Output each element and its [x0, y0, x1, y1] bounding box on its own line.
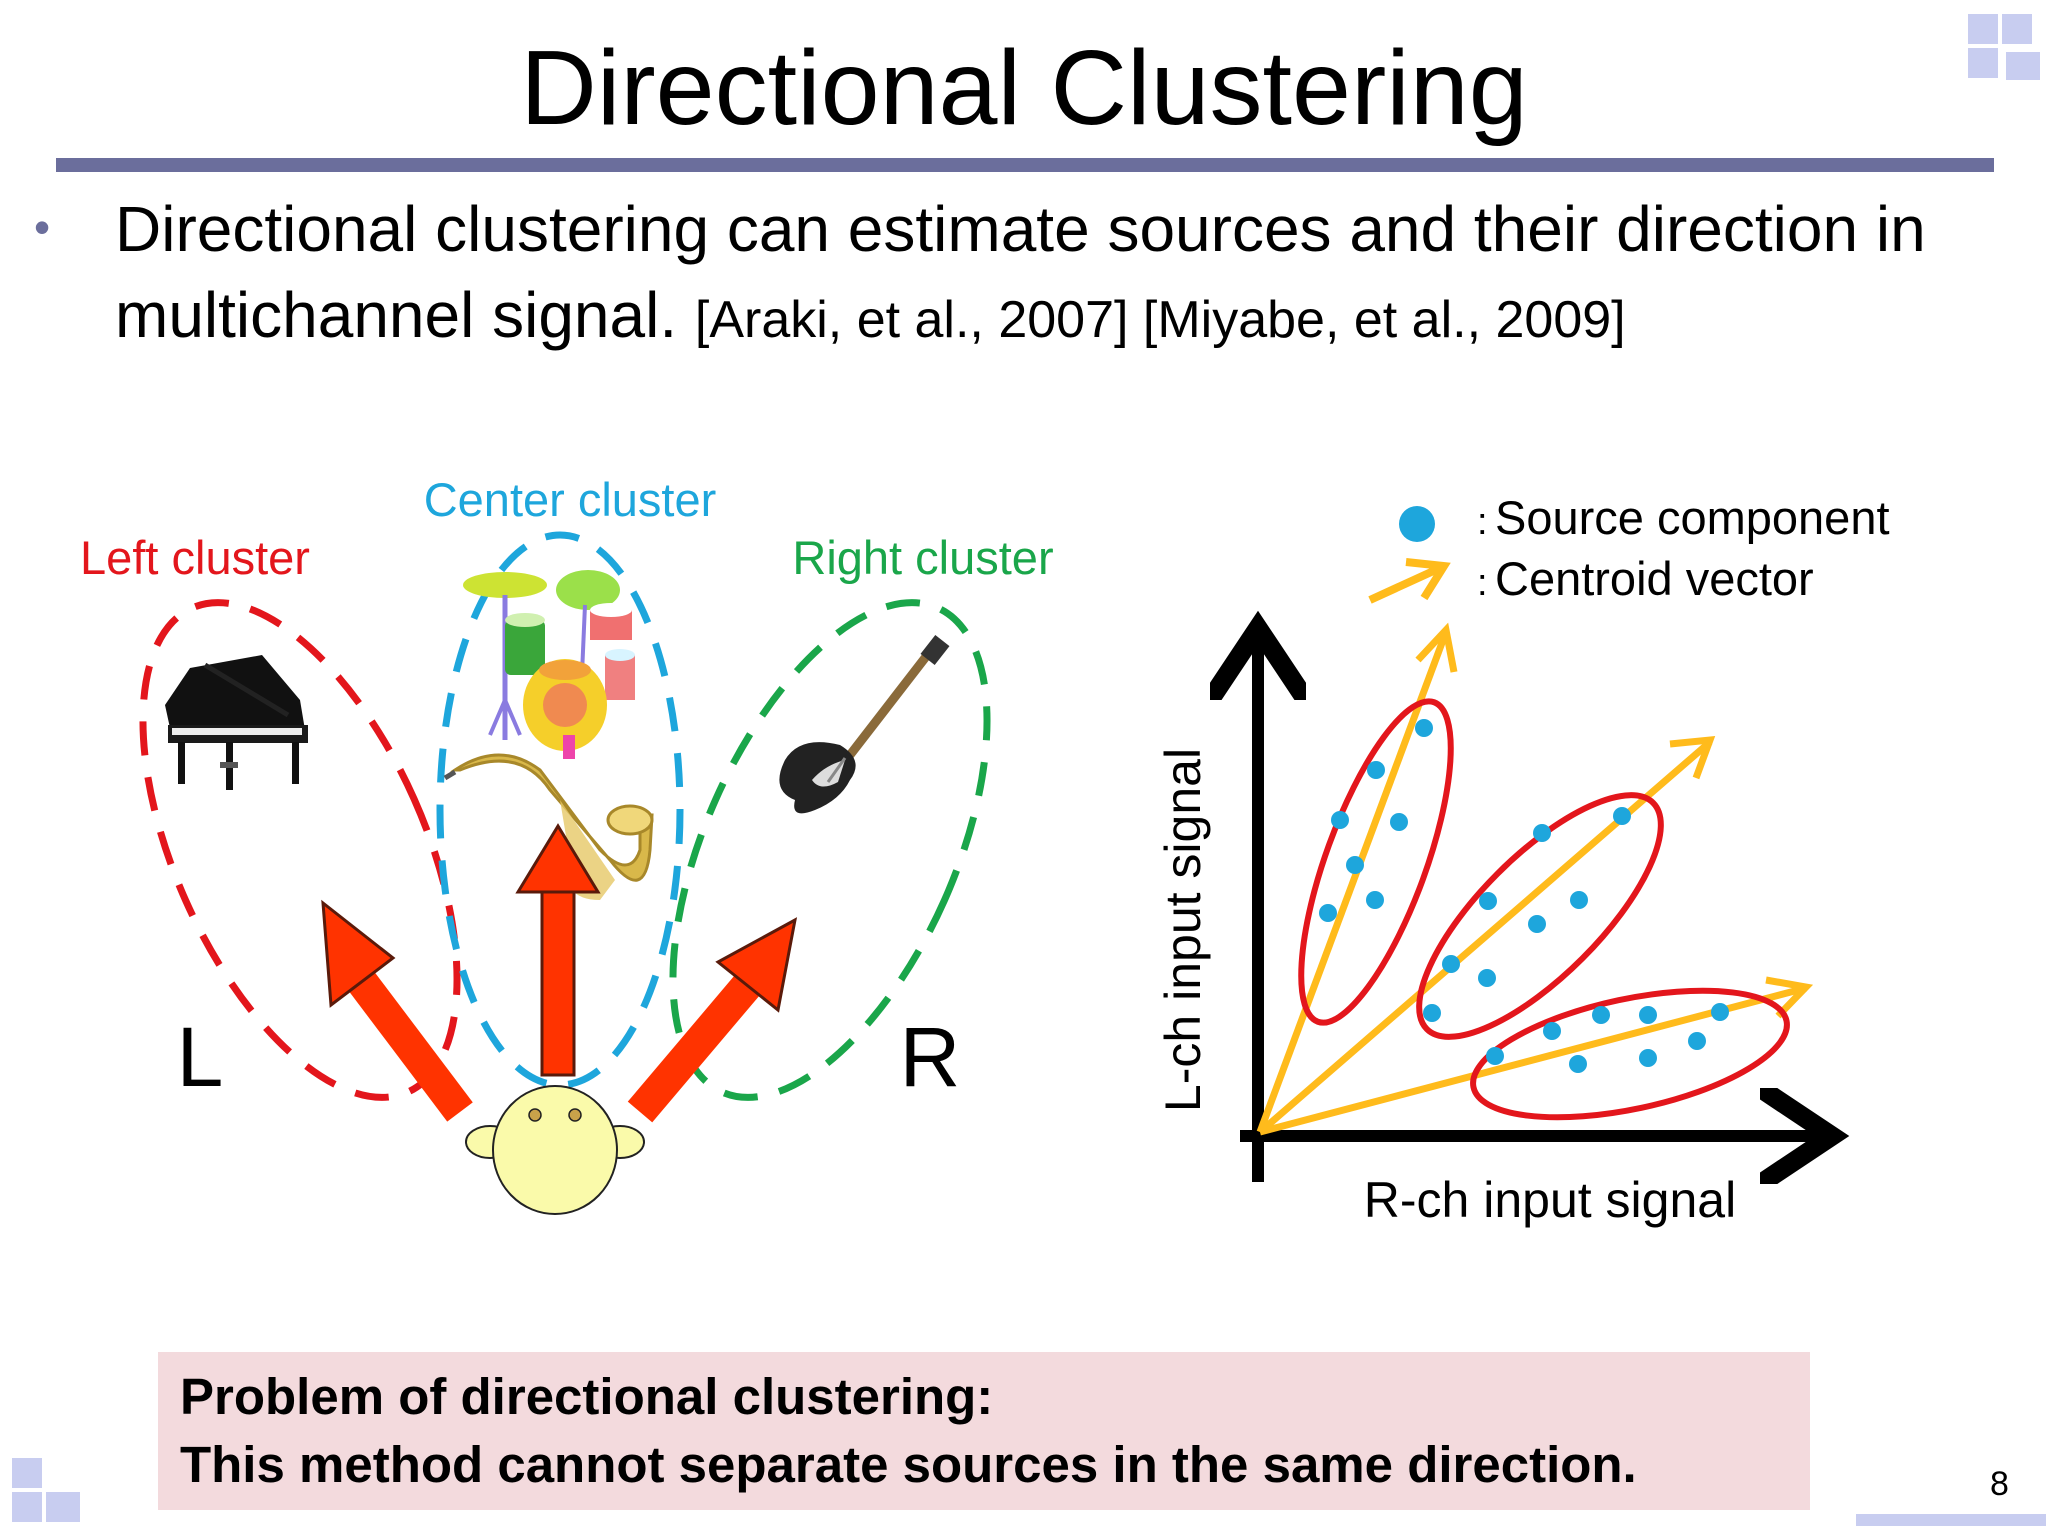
scatter-diagram: : Source component : Centroid vector L-c… — [1155, 491, 1890, 1228]
title-divider — [56, 158, 1994, 172]
directional-clusters-diagram: Center cluster Left cluster Right cluste… — [80, 473, 1054, 1215]
legend-centroid-colon: : — [1477, 562, 1488, 604]
drum-kit-icon — [463, 570, 635, 759]
slide-title: Directional Clustering — [520, 29, 1528, 147]
problem-description: This method cannot separate sources in t… — [180, 1436, 1637, 1493]
center-cluster-label: Center cluster — [424, 473, 717, 526]
bullet-text: Directional clustering can estimate sour… — [115, 186, 2015, 363]
saxophone-icon — [443, 753, 654, 900]
cluster-ellipse-3 — [1470, 987, 1790, 1121]
bullet-citation: [Araki, et al., 2007] [Miyabe, et al., 2… — [694, 291, 1626, 349]
x-axis-label: R-ch input signal — [1364, 1172, 1736, 1228]
bullet-main-text: Directional clustering can estimate sour… — [115, 193, 1926, 351]
bullet-marker: • — [34, 201, 51, 253]
right-direction-arrow — [627, 917, 798, 1123]
right-cluster-label: Right cluster — [792, 531, 1053, 584]
left-cluster-ellipse — [139, 599, 461, 1101]
left-channel-label: L — [177, 1010, 224, 1104]
y-axis-label: L-ch input signal — [1155, 748, 1211, 1112]
piano-icon — [165, 655, 308, 790]
left-cluster-label: Left cluster — [80, 531, 310, 584]
electric-guitar-icon — [779, 635, 950, 814]
left-direction-arrow — [321, 899, 473, 1122]
source-components — [1319, 719, 1729, 1073]
cluster-ellipse-1 — [1298, 698, 1454, 1026]
centroid-vector-2-head — [1669, 735, 1716, 780]
legend-dot-icon — [1399, 506, 1435, 542]
right-channel-label: R — [900, 1010, 961, 1104]
problem-box — [158, 1352, 1810, 1510]
legend-source-label: Source component — [1495, 491, 1890, 544]
center-direction-arrow — [515, 823, 601, 1077]
centroid-vectors — [1256, 622, 1814, 1136]
legend-source-colon: : — [1477, 501, 1488, 543]
centroid-vector-3-head — [1765, 976, 1814, 1019]
page-number: 8 — [1990, 1465, 2009, 1503]
legend-arrow-icon — [1368, 558, 1451, 604]
center-cluster-ellipse — [436, 531, 684, 1089]
centroid-vector-2 — [1257, 739, 1713, 1135]
legend-centroid-label: Centroid vector — [1495, 552, 1814, 605]
centroid-vector-1 — [1256, 630, 1450, 1134]
cluster-ellipse-2 — [1416, 792, 1664, 1040]
centroid-vector-1-head — [1415, 622, 1458, 673]
listener-head-icon — [465, 1085, 645, 1215]
right-cluster-ellipse — [669, 599, 991, 1101]
cluster-ellipses — [1298, 698, 1790, 1121]
problem-heading: Problem of directional clustering: — [180, 1368, 994, 1425]
